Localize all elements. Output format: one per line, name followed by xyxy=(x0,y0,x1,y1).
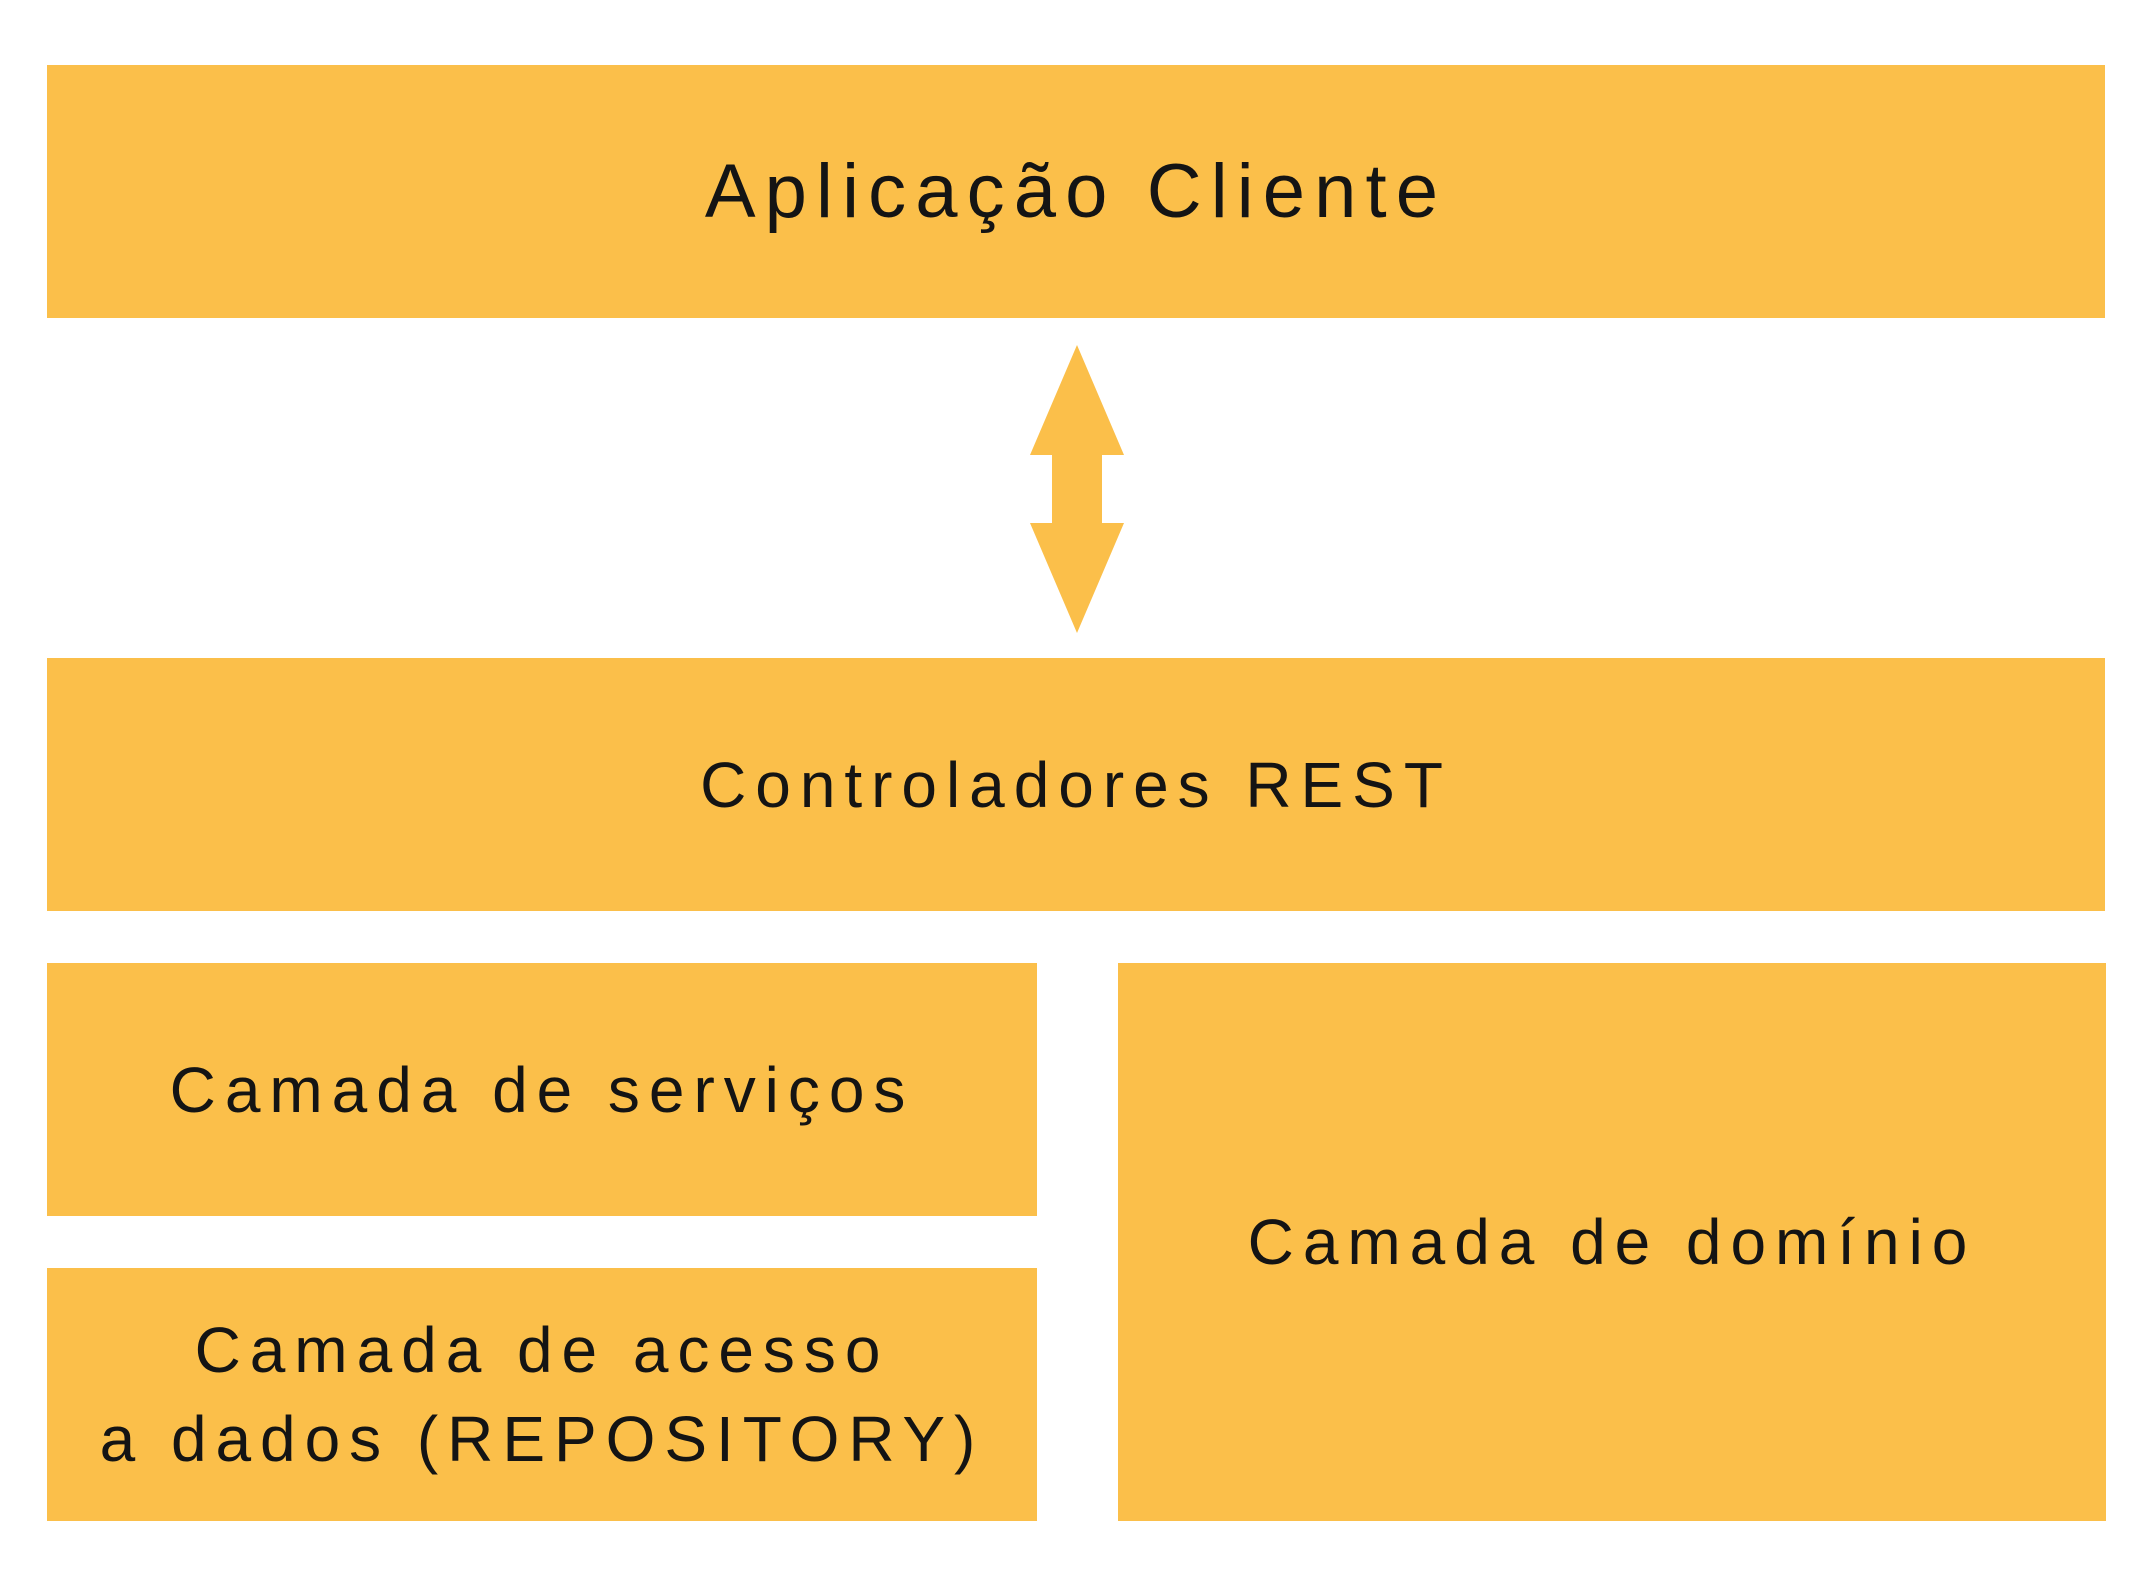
client-application-label: Aplicação Cliente xyxy=(704,148,1448,234)
client-application-box: Aplicação Cliente xyxy=(47,65,2105,318)
data-access-layer-box: Camada de acesso a dados (REPOSITORY) xyxy=(47,1268,1037,1521)
services-layer-box: Camada de serviços xyxy=(47,963,1037,1216)
rest-controllers-label: Controladores REST xyxy=(700,748,1452,821)
data-access-label-line-2: a dados (REPOSITORY) xyxy=(99,1402,985,1475)
arrow-shape xyxy=(1030,345,1124,633)
services-layer-label: Camada de serviços xyxy=(169,1053,915,1126)
domain-layer-label: Camada de domínio xyxy=(1247,1206,1977,1278)
rest-controllers-box: Controladores REST xyxy=(47,658,2105,911)
double-headed-arrow-icon xyxy=(1030,345,1124,633)
domain-layer-box: Camada de domínio xyxy=(1118,963,2106,1521)
data-access-label-line-1: Camada de acesso xyxy=(194,1314,890,1387)
data-access-layer-label: Camada de acesso a dados (REPOSITORY) xyxy=(100,1306,985,1483)
